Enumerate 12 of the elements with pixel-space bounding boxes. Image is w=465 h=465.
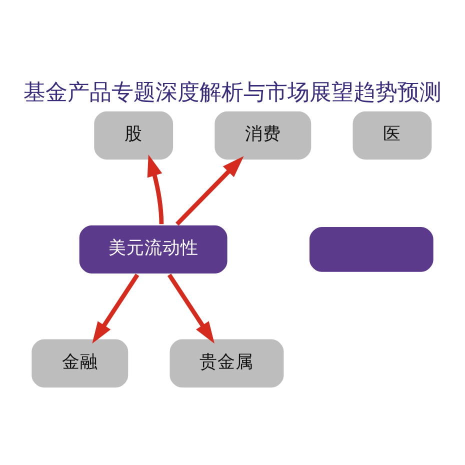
arrow (92, 273, 140, 344)
node-box: 医 (350, 108, 434, 162)
arrow (176, 156, 244, 226)
node-box: 贵金属 (168, 336, 286, 390)
node-box: 金融 (29, 336, 130, 390)
arrow (147, 154, 164, 224)
node-box: 消费 (212, 108, 314, 162)
node-box (307, 224, 436, 274)
node-box: 股 (92, 108, 176, 162)
node-box: 美元流动性 (77, 222, 230, 276)
arrow (167, 273, 214, 344)
diagram-title: 基金产品专题深度解析与市场展望趋势预测 (24, 80, 442, 105)
